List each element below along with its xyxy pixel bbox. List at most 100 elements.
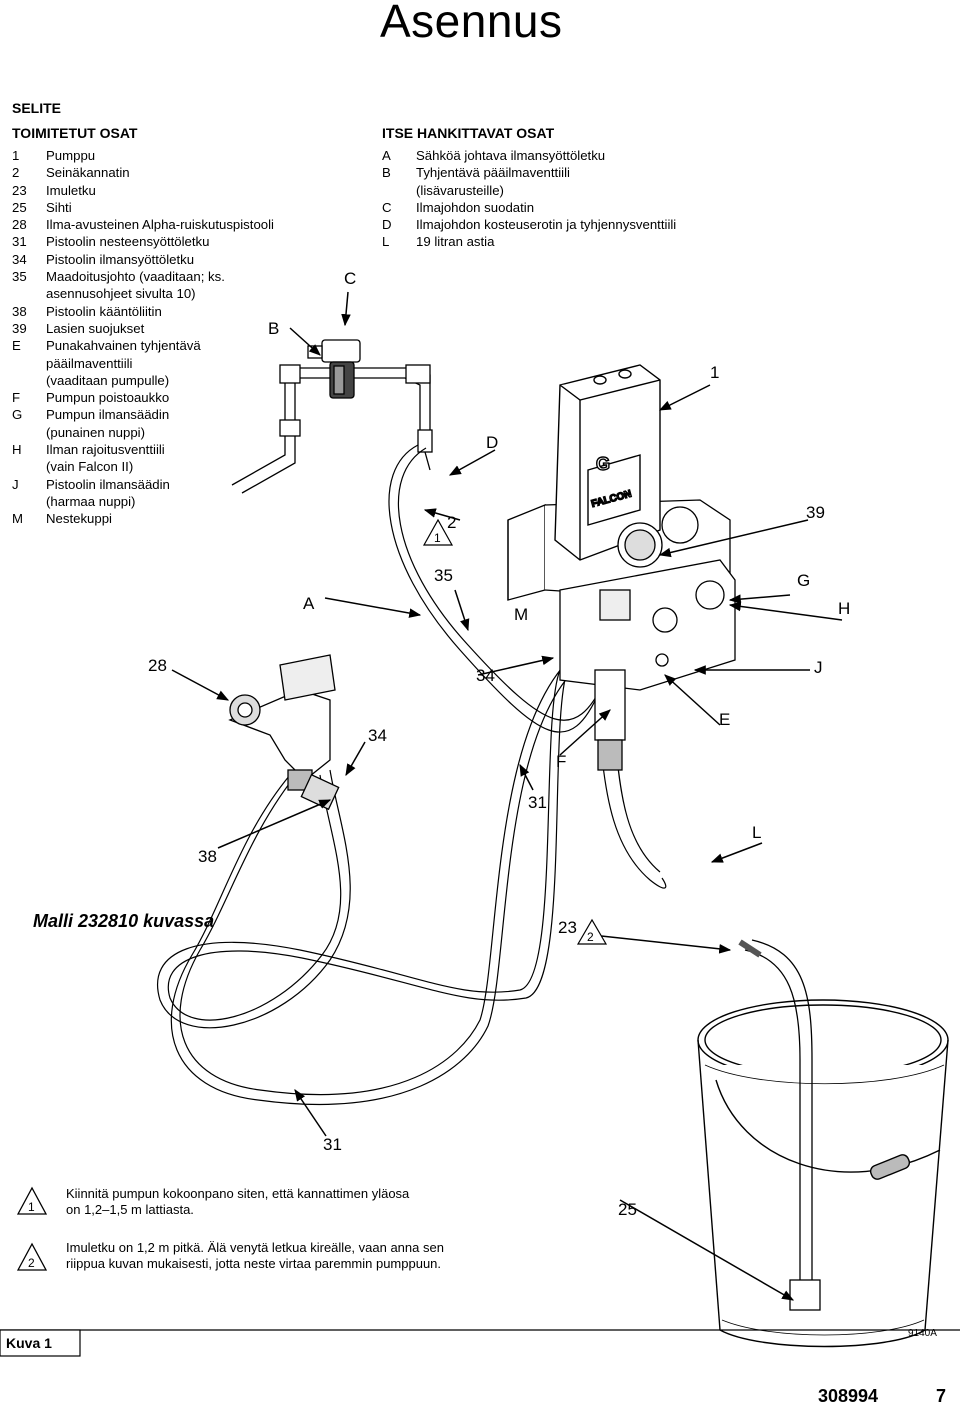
legend-item-text: Pumpun poistoaukko xyxy=(46,390,170,406)
callout-G: G xyxy=(797,571,810,590)
bucket xyxy=(697,999,949,1348)
legend-item-code: L xyxy=(382,234,390,250)
callout-34a: 34 xyxy=(476,666,495,685)
legend-item-text: Pistoolin ilmansäädin (harmaa nuppi) xyxy=(46,476,170,509)
legend-item: H Ilman rajoitusventtiili (vain Falcon II… xyxy=(12,441,342,476)
note-mark-1: 1 xyxy=(28,1200,35,1214)
legend-item-text: Ilmajohdon kosteuserotin ja tyhjennysven… xyxy=(416,217,677,233)
legend-item-code: 25 xyxy=(12,199,27,215)
callout-34b: 34 xyxy=(368,726,387,745)
callout-M: M xyxy=(514,605,528,624)
legend-item-code: H xyxy=(12,442,22,458)
legend-item-text: Sähköä johtava ilmansyöttöletku xyxy=(416,148,606,163)
note-mark-2: 2 xyxy=(28,1256,35,1270)
callout-31b: 31 xyxy=(323,1135,342,1154)
legend-item-code: 34 xyxy=(12,251,27,267)
legend-item-text: Seinäkannatin xyxy=(46,165,130,181)
legend-item-text: Ilma-avusteinen Alpha-ruiskutuspistooli xyxy=(46,217,274,233)
legend-item-code: 1 xyxy=(12,148,20,163)
legend-item: 31 Pistoolin nesteensyöttöletku xyxy=(12,233,342,250)
legend-item-text: Nestekuppi xyxy=(46,511,112,527)
pump-lower xyxy=(594,669,626,771)
legend-item-text: Maadoitusjohto (vaaditaan; ks. asennusoh… xyxy=(46,269,225,302)
page-number: 7 xyxy=(936,1386,947,1406)
legend-item-text: Lasien suojukset xyxy=(46,320,145,336)
legend-item-code: E xyxy=(12,338,21,354)
callout-23: 23 xyxy=(558,918,577,937)
leader-arrows xyxy=(171,291,843,1301)
callout-31a: 31 xyxy=(528,793,547,812)
legend-item: 28 Ilma-avusteinen Alpha-ruiskutuspistool… xyxy=(12,216,342,233)
callout-E: E xyxy=(719,710,730,729)
legend-item-code: A xyxy=(382,148,391,163)
figure-note-triangles xyxy=(422,518,608,945)
legend-item: E Punakahvainen tyhjentävä pääilmaventtii… xyxy=(12,337,342,389)
legend-item-code: 39 xyxy=(12,320,27,336)
callout-39: 39 xyxy=(806,503,825,522)
hoses xyxy=(157,444,667,1105)
legend-item-text: Sihti xyxy=(46,199,72,215)
air-line-piping xyxy=(231,364,431,494)
legend-item: 2 Seinäkannatin xyxy=(12,164,342,181)
legend-item-text: Punakahvainen tyhjentävä pääilmaventtiil… xyxy=(46,338,201,388)
legend-item-text: Imuletku xyxy=(46,182,96,198)
legend-item-text: Pumppu xyxy=(46,148,96,163)
callout-35: 35 xyxy=(434,566,453,585)
callout-1: 1 xyxy=(710,363,719,382)
pump-manifold xyxy=(559,506,736,691)
callout-L: L xyxy=(752,823,761,842)
callout-J: J xyxy=(814,658,823,677)
legend-heading: SELITE xyxy=(12,100,62,116)
legend-item: 25 Sihti xyxy=(12,199,342,216)
legend-item-code: M xyxy=(12,511,23,527)
legend-item: 38 Pistoolin kääntöliitin xyxy=(12,303,342,320)
figure-caption: Malli 232810 kuvassa xyxy=(33,911,214,931)
legend-item-code: 38 xyxy=(12,303,27,319)
legend-item-text: 19 litran astia xyxy=(416,234,495,250)
callout-D: D xyxy=(486,433,498,452)
callout-A: A xyxy=(303,594,315,613)
document-number: 308994 xyxy=(818,1386,879,1406)
notes-triangles xyxy=(16,1186,48,1271)
figure-label: Kuva 1 xyxy=(6,1335,52,1351)
callout-C: C xyxy=(344,269,356,288)
legend-item-text: Pumpun ilmansäädin (punainen nuppi) xyxy=(46,407,170,440)
figure-note-mark-1: 1 xyxy=(434,531,441,545)
legend-item-text: Tyhjentävä pääilmaventtiili (lisävaruste… xyxy=(416,165,570,198)
air-filter xyxy=(307,339,361,399)
callout-38: 38 xyxy=(198,847,217,866)
note-2-text: Imuletku on 1,2 m pitkä. Älä venytä letk… xyxy=(66,1240,444,1271)
legend-item-code: 35 xyxy=(12,269,27,285)
note-1-text: Kiinnitä pumpun kokoonpano siten, että k… xyxy=(66,1186,410,1217)
drain-valve xyxy=(417,429,433,471)
user-supplied-parts-heading: ITSE HANKITTAVAT OSAT xyxy=(382,125,555,141)
pump-logo: G xyxy=(596,454,610,474)
callout-F: F xyxy=(556,752,566,771)
legend-item: A Sähköä johtava ilmansyöttöletku xyxy=(382,147,762,164)
legend-item-text: Ilman rajoitusventtiili (vain Falcon II) xyxy=(46,442,165,475)
legend-item-code: D xyxy=(382,217,392,233)
legend-item-text: Pistoolin ilmansyöttöletku xyxy=(46,251,195,267)
legend-item: 34 Pistoolin ilmansyöttöletku xyxy=(12,251,342,268)
callout-25: 25 xyxy=(618,1200,637,1219)
legend-item-code: 28 xyxy=(12,217,27,233)
legend-item-code: 2 xyxy=(12,165,20,181)
figure-label-box xyxy=(0,1329,81,1357)
figure-note-mark-2: 2 xyxy=(587,930,594,944)
legend-item: M Nestekuppi xyxy=(12,510,342,527)
drawing-number: 9140A xyxy=(908,1328,937,1339)
legend-item-text: Pistoolin nesteensyöttöletku xyxy=(46,234,210,250)
pump-air-motor: G FALCON xyxy=(554,364,661,561)
legend-item-code: G xyxy=(12,407,23,423)
legend-item-text: Pistoolin kääntöliitin xyxy=(46,303,162,319)
legend-item: 1 Pumppu xyxy=(12,147,342,164)
legend-item-code: F xyxy=(12,390,21,406)
legend-item-code: 31 xyxy=(12,234,27,250)
